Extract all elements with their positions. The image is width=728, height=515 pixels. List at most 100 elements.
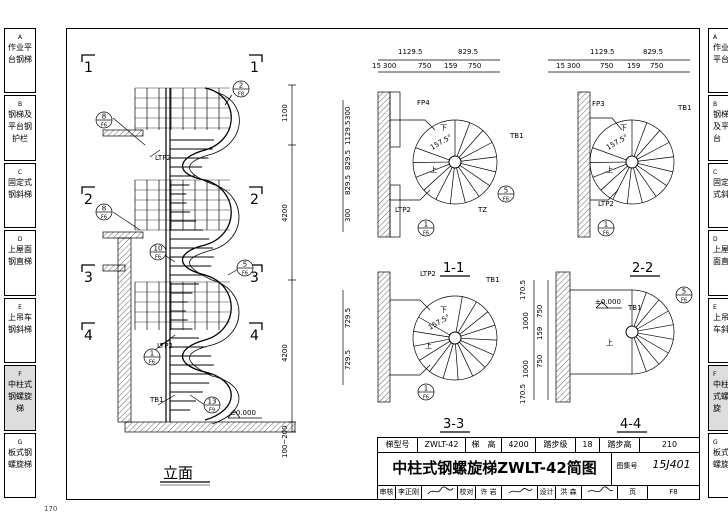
section-label-1: 1 [84,60,93,76]
tread-line [458,130,484,158]
callout-ref: F6 [101,123,107,129]
plan-4-4 [533,271,675,403]
drawing-frame [66,28,700,500]
label-tb: TB1 [677,104,692,112]
tread-line [626,167,632,204]
tb-design-label: 设计 [538,485,556,499]
tab-code: E [18,303,22,311]
tab-code: D [17,236,23,244]
dim-4200: 4200 [281,344,289,362]
tread-line [413,330,450,338]
section-label-3: 3 [250,270,259,286]
label-elevation: ±0.000 [230,409,256,417]
callout-ref: F8 [238,92,244,98]
tb-steps-label: 踏步级 [536,438,576,452]
tread-line [637,334,669,354]
tab-code: F [18,371,22,379]
platform [102,231,144,239]
tab-label: 作业平台 [713,43,728,64]
tab-label: 钢梯及平台 [713,110,728,144]
plan-title-2-2: 2-2 [632,261,653,276]
elevation-mark [227,409,241,419]
dim: 1129.5 [590,48,615,56]
callout-number: 8 [102,113,106,121]
plan-2-2 [548,59,690,238]
tab-label: 上屋面直 [713,245,728,267]
callout-number: 1 [424,385,428,393]
tab-code: A [713,34,718,41]
tab-code: B [17,101,23,109]
callout-ref: F6 [603,231,609,237]
tb-height-label: 梯 高 [466,438,502,452]
label-tb: TB1 [627,304,642,312]
tread-line [637,156,674,162]
tread-line [633,122,648,157]
tab-label: 上吊车钢斜梯 [8,312,32,334]
tread-line [637,324,674,332]
dim: 159 [444,62,457,70]
tab-code: G [713,438,718,446]
tread-line [592,147,627,161]
tb-height-value: 4200 [502,438,536,452]
callout-ref: F6 [503,197,509,203]
dim: 1000 [522,360,530,378]
platform [102,129,144,137]
tab-label: 上屋面钢直梯 [8,245,32,267]
label-down: 下 [440,124,447,132]
railing-grid [134,87,230,330]
tab-code: C [17,168,23,176]
label-angle: 157.5° [429,133,453,152]
tread-line [455,296,463,333]
wall [377,271,391,403]
section-markers [81,54,263,330]
tb-steps-value: 18 [576,438,600,452]
tab-label: 作业平台钢梯 [8,43,32,64]
tab-code: C [713,168,718,176]
dim: 829.5 [344,175,352,195]
tb-page-label: 页 [618,485,648,499]
tread-line [429,342,452,372]
tread-line [635,130,661,158]
tread-line [455,343,459,380]
dim: 829.5 [458,48,478,56]
tread-line [415,147,450,161]
tb-page-value: F8 [669,488,678,496]
label-ltp: LTP2 [598,200,614,208]
tread-line [413,338,450,347]
platform-outline [389,91,401,148]
dim: 159 [536,327,544,340]
stair-steps [170,139,214,411]
tb-atlas-label: 图集号 [616,462,638,470]
tb-atlas-value: 15J401 [652,458,691,471]
tab-label: 中柱式螺旋 [713,380,728,414]
callout-number: 5 [243,261,247,269]
callout-ref: F6 [423,231,429,237]
platform-outline [389,184,401,238]
tread-line [457,301,477,334]
dim: 15 [556,62,565,70]
plan-title-3-3: 3-3 [443,417,464,432]
category-tab-right-a[interactable]: A 作业平台 [708,28,728,94]
tab-code: B [713,101,718,109]
dim: 170.5 [519,384,527,404]
dim: 729.5 [344,308,352,328]
tab-label: 固定式钢斜梯 [8,177,32,199]
callout-ref: F6 [423,395,429,401]
elevation-title: 立面 [163,464,193,482]
